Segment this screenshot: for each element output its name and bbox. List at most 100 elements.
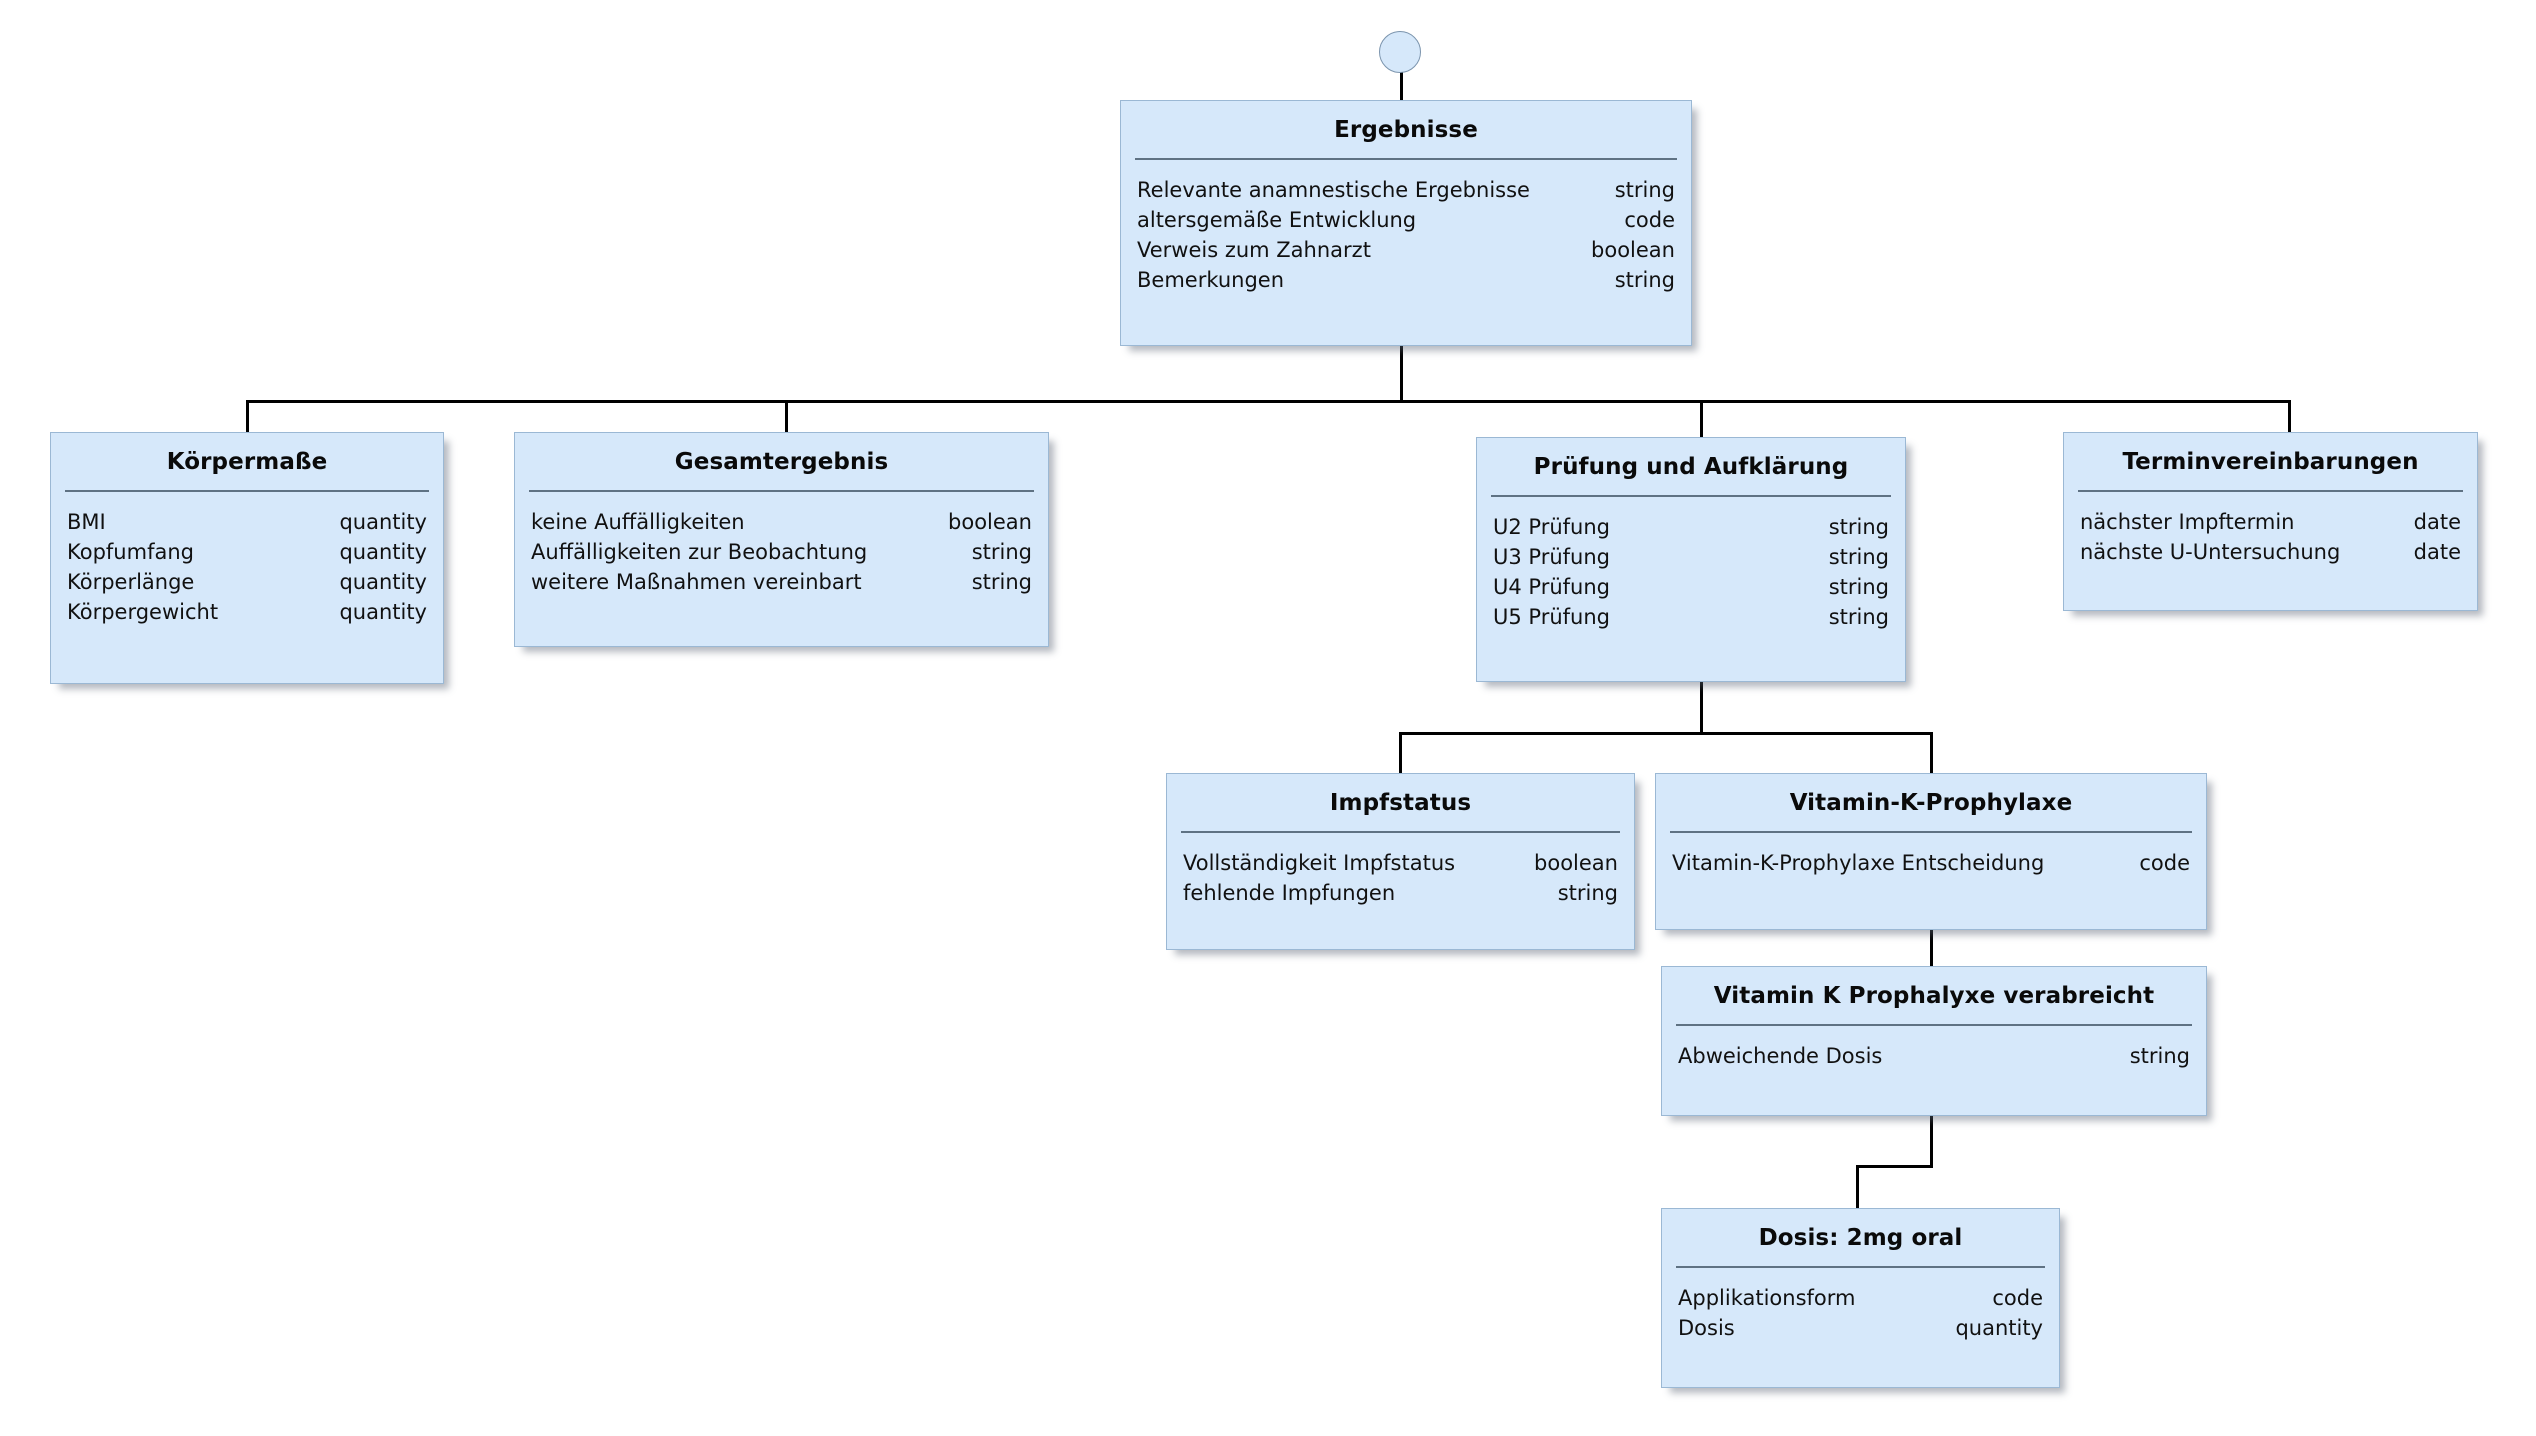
uml-class-ergebnisse[interactable]: Ergebnisse Relevante anamnestische Ergeb… bbox=[1120, 100, 1692, 346]
attribute-type: date bbox=[2413, 510, 2461, 535]
attribute-type: string bbox=[1828, 545, 1889, 570]
attribute-row: BMI quantity bbox=[67, 508, 427, 538]
uml-class-koerpermasse[interactable]: Körpermaße BMI quantity Kopfumfang quant… bbox=[50, 432, 444, 684]
attribute-name: Dosis bbox=[1678, 1316, 1735, 1341]
class-title: Ergebnisse bbox=[1334, 117, 1478, 143]
attribute-name: Abweichende Dosis bbox=[1678, 1044, 1883, 1069]
connector-level2-bus bbox=[1399, 732, 1932, 735]
class-divider bbox=[1135, 158, 1677, 161]
attribute-row: U4 Prüfung string bbox=[1493, 573, 1889, 603]
class-attributes: Applikationsform code Dosis quantity bbox=[1662, 1268, 2059, 1358]
connector-bus-to-vitamin-k-prophylaxe bbox=[1930, 732, 1933, 776]
class-divider bbox=[1670, 831, 2192, 834]
attribute-name: Körpergewicht bbox=[67, 599, 219, 624]
attribute-name: Bemerkungen bbox=[1137, 267, 1285, 292]
attribute-name: U4 Prüfung bbox=[1493, 574, 1610, 599]
connector-bus-to-pruefung bbox=[1700, 400, 1703, 440]
class-title: Vitamin-K-Prophylaxe bbox=[1789, 790, 2073, 816]
class-title: Körpermaße bbox=[166, 449, 328, 475]
class-attributes: Vollständigkeit Impfstatus boolean fehle… bbox=[1167, 833, 1634, 923]
connector-root-circle-to-ergebnisse bbox=[1400, 72, 1403, 102]
attribute-name: keine Auffälligkeiten bbox=[531, 510, 745, 535]
attribute-name: Vollständigkeit Impfstatus bbox=[1183, 851, 1456, 876]
attribute-type: string bbox=[1828, 604, 1889, 629]
connector-bus-to-termine bbox=[2288, 400, 2291, 434]
class-title: Terminvereinbarungen bbox=[2122, 449, 2419, 475]
attribute-type: quantity bbox=[339, 599, 427, 624]
attribute-name: U5 Prüfung bbox=[1493, 604, 1610, 629]
connector-step-to-dosis bbox=[1856, 1165, 1859, 1210]
connector-pruefung-down bbox=[1700, 682, 1703, 734]
uml-class-dosis-2mg-oral[interactable]: Dosis: 2mg oral Applikationsform code Do… bbox=[1661, 1208, 2060, 1388]
attribute-type: quantity bbox=[339, 540, 427, 565]
class-divider bbox=[1491, 495, 1891, 498]
attribute-name: Applikationsform bbox=[1678, 1286, 1856, 1311]
class-divider bbox=[65, 490, 429, 493]
class-attributes: Abweichende Dosis string bbox=[1662, 1026, 2206, 1086]
class-attributes: nächster Impftermin date nächste U-Unter… bbox=[2064, 492, 2477, 582]
uml-class-vitamin-k-prophylaxe[interactable]: Vitamin-K-Prophylaxe Vitamin-K-Prophylax… bbox=[1655, 773, 2207, 930]
attribute-type: string bbox=[1614, 267, 1675, 292]
attribute-type: quantity bbox=[339, 569, 427, 594]
attribute-row: Auffälligkeiten zur Beobachtung string bbox=[531, 538, 1032, 568]
attribute-type: code bbox=[1992, 1286, 2043, 1311]
attribute-name: U3 Prüfung bbox=[1493, 545, 1610, 570]
connector-level1-bus bbox=[246, 400, 2288, 403]
attribute-row: U3 Prüfung string bbox=[1493, 543, 1889, 573]
attribute-type: string bbox=[1828, 574, 1889, 599]
connector-bus-to-gesamtergebnis bbox=[785, 400, 788, 434]
attribute-row: nächste U-Untersuchung date bbox=[2080, 538, 2461, 568]
attribute-row: Relevante anamnestische Ergebnisse strin… bbox=[1137, 176, 1675, 206]
attribute-row: nächster Impftermin date bbox=[2080, 508, 2461, 538]
attribute-type: quantity bbox=[1955, 1316, 2043, 1341]
attribute-type: string bbox=[2129, 1044, 2190, 1069]
attribute-row: Abweichende Dosis string bbox=[1678, 1042, 2190, 1072]
attribute-name: Verweis zum Zahnarzt bbox=[1137, 237, 1371, 262]
attribute-row: Applikationsform code bbox=[1678, 1284, 2043, 1314]
class-divider bbox=[2078, 490, 2463, 493]
attribute-type: quantity bbox=[339, 510, 427, 535]
connector-vitamin-k-prophylaxe-down bbox=[1930, 930, 1933, 972]
attribute-row: Körpergewicht quantity bbox=[67, 598, 427, 628]
class-title: Prüfung und Aufklärung bbox=[1533, 454, 1849, 480]
attribute-row: U2 Prüfung string bbox=[1493, 513, 1889, 543]
attribute-row: weitere Maßnahmen vereinbart string bbox=[531, 568, 1032, 598]
attribute-type: code bbox=[1624, 208, 1675, 233]
attribute-name: BMI bbox=[67, 510, 106, 535]
attribute-row: Vitamin-K-Prophylaxe Entscheidung code bbox=[1672, 849, 2190, 879]
attribute-name: nächster Impftermin bbox=[2080, 510, 2295, 535]
attribute-row: keine Auffälligkeiten boolean bbox=[531, 508, 1032, 538]
connector-dosis-step bbox=[1856, 1165, 1933, 1168]
start-circle-icon bbox=[1379, 31, 1421, 73]
uml-class-gesamtergebnis[interactable]: Gesamtergebnis keine Auffälligkeiten boo… bbox=[514, 432, 1049, 647]
attribute-name: nächste U-Untersuchung bbox=[2080, 540, 2341, 565]
attribute-type: code bbox=[2139, 851, 2190, 876]
attribute-row: Vollständigkeit Impfstatus boolean bbox=[1183, 849, 1618, 879]
attribute-name: U2 Prüfung bbox=[1493, 515, 1610, 540]
attribute-name: Auffälligkeiten zur Beobachtung bbox=[531, 540, 868, 565]
uml-class-terminvereinbarungen[interactable]: Terminvereinbarungen nächster Impftermin… bbox=[2063, 432, 2478, 611]
class-title: Vitamin K Prophalyxe verabreicht bbox=[1713, 983, 2155, 1009]
uml-class-vitamin-k-verabreicht[interactable]: Vitamin K Prophalyxe verabreicht Abweich… bbox=[1661, 966, 2207, 1116]
attribute-type: boolean bbox=[948, 510, 1032, 535]
attribute-row: fehlende Impfungen string bbox=[1183, 879, 1618, 909]
attribute-name: weitere Maßnahmen vereinbart bbox=[531, 569, 862, 594]
uml-class-pruefung-und-aufklaerung[interactable]: Prüfung und Aufklärung U2 Prüfung string… bbox=[1476, 437, 1906, 682]
attribute-type: string bbox=[971, 540, 1032, 565]
attribute-type: date bbox=[2413, 540, 2461, 565]
attribute-name: Körperlänge bbox=[67, 569, 195, 594]
attribute-row: Dosis quantity bbox=[1678, 1314, 2043, 1344]
class-attributes: BMI quantity Kopfumfang quantity Körperl… bbox=[51, 492, 443, 641]
class-attributes: Vitamin-K-Prophylaxe Entscheidung code bbox=[1656, 833, 2206, 893]
class-divider bbox=[529, 490, 1034, 493]
attribute-row: altersgemäße Entwicklung code bbox=[1137, 206, 1675, 236]
attribute-type: boolean bbox=[1591, 237, 1675, 262]
class-divider bbox=[1676, 1024, 2192, 1027]
attribute-name: Vitamin-K-Prophylaxe Entscheidung bbox=[1672, 851, 2045, 876]
attribute-type: boolean bbox=[1534, 851, 1618, 876]
uml-class-impfstatus[interactable]: Impfstatus Vollständigkeit Impfstatus bo… bbox=[1166, 773, 1635, 950]
attribute-row: Bemerkungen string bbox=[1137, 266, 1675, 296]
class-attributes: Relevante anamnestische Ergebnisse strin… bbox=[1121, 160, 1691, 309]
class-title: Impfstatus bbox=[1329, 790, 1472, 816]
